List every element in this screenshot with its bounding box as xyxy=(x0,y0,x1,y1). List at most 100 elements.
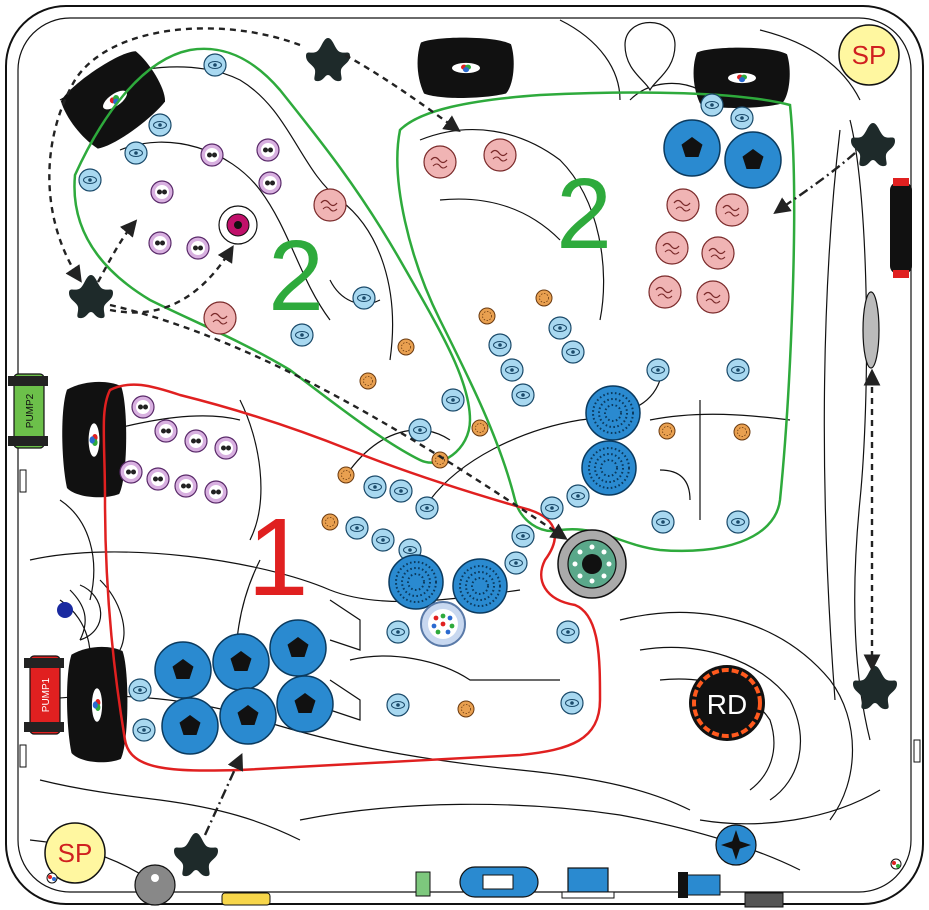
jet-orange xyxy=(457,700,475,718)
jet-large xyxy=(212,633,270,691)
jet-orange xyxy=(535,289,553,307)
jet-light xyxy=(441,388,465,412)
jet-orange xyxy=(397,338,415,356)
jet-purple xyxy=(258,171,282,195)
jet-purple xyxy=(200,143,224,167)
connection-arrows xyxy=(48,27,881,836)
jet-light xyxy=(386,620,410,644)
jet-light xyxy=(488,333,512,357)
jet-light xyxy=(128,678,152,702)
jet-orange xyxy=(658,422,676,440)
pump-2[interactable]: PUMP2 xyxy=(8,373,48,449)
jet-large xyxy=(724,131,782,189)
control-knob-bottom-right[interactable] xyxy=(715,824,757,866)
jet-large xyxy=(154,641,212,699)
jet-pink xyxy=(483,138,517,172)
jet-light xyxy=(415,496,439,520)
top-center-bump xyxy=(624,22,676,92)
jet-light xyxy=(345,516,369,540)
jet-purple xyxy=(256,138,280,162)
jet-light xyxy=(78,168,102,192)
jet-orange xyxy=(431,451,449,469)
jet-orange xyxy=(733,423,751,441)
jet-pink xyxy=(666,188,700,222)
speaker-top-right[interactable]: SP xyxy=(838,24,900,86)
jet-light xyxy=(556,620,580,644)
green-sensor xyxy=(415,871,431,897)
jet-light xyxy=(726,358,750,382)
jet-large xyxy=(161,697,219,755)
jet-light xyxy=(371,528,395,552)
jet-purple xyxy=(146,467,170,491)
jet-pink xyxy=(701,236,735,270)
multicolor-light xyxy=(420,601,466,647)
jet-light xyxy=(290,323,314,347)
diverter-valve[interactable] xyxy=(218,205,258,245)
grey-knob[interactable] xyxy=(134,864,176,906)
jet-orange xyxy=(471,419,489,437)
jet-purple xyxy=(148,231,172,255)
speaker-label: SP xyxy=(58,838,93,868)
jet-purple xyxy=(131,395,155,419)
jet-large xyxy=(269,619,327,677)
jet-light xyxy=(560,691,584,715)
corner-light-bottom-right xyxy=(890,858,902,870)
left-clip-bottom xyxy=(19,744,27,768)
topside-control-panel[interactable] xyxy=(459,866,539,898)
zone-2a-outline xyxy=(73,47,472,464)
jet-light xyxy=(566,484,590,508)
headrest-pillow-top-center xyxy=(417,37,514,98)
jet-pink xyxy=(423,145,457,179)
jet-purple xyxy=(154,419,178,443)
jet-light xyxy=(561,340,585,364)
jet-purple xyxy=(204,480,228,504)
pump-label: PUMP1 xyxy=(41,677,52,712)
speaker-label: SP xyxy=(852,40,887,70)
left-clip-top xyxy=(19,469,27,493)
jet-light xyxy=(726,510,750,534)
jet-pink xyxy=(655,231,689,265)
zone-1-outline xyxy=(102,383,602,772)
jet-orange xyxy=(337,466,355,484)
jet-light xyxy=(124,141,148,165)
heater xyxy=(678,872,721,898)
drain-rd: RD xyxy=(689,665,765,741)
zone-label-1: 1 xyxy=(247,496,308,619)
jet-large xyxy=(276,675,334,733)
jet-light xyxy=(203,53,227,77)
filter-skimmer xyxy=(557,529,627,599)
jet-light xyxy=(700,93,724,117)
zone-label-2b: 2 xyxy=(556,158,612,270)
jet-light xyxy=(386,693,410,717)
jet-orange xyxy=(478,307,496,325)
jet-light xyxy=(548,316,572,340)
jet-pink xyxy=(715,193,749,227)
jet-pink xyxy=(203,301,237,335)
right-clip xyxy=(913,739,921,763)
jet-light xyxy=(132,718,156,742)
jet-light xyxy=(363,475,387,499)
speaker-bottom-left[interactable]: SP xyxy=(44,822,106,884)
side-light-bar xyxy=(890,178,912,278)
jet-light xyxy=(148,113,172,137)
jet-light xyxy=(408,418,432,442)
pump-1[interactable]: PUMP1 xyxy=(24,655,64,735)
jet-large xyxy=(219,687,277,745)
jet-pink xyxy=(696,280,730,314)
corner-light-bottom-left xyxy=(46,872,58,884)
jet-light xyxy=(389,479,413,503)
jet-pink xyxy=(648,275,682,309)
jet-dotted xyxy=(388,554,444,610)
jet-large xyxy=(663,119,721,177)
jet-light xyxy=(504,551,528,575)
jet-orange xyxy=(321,513,339,531)
yellow-connector xyxy=(221,892,271,906)
jet-pink xyxy=(313,188,347,222)
gray-box xyxy=(744,892,784,908)
pump-label: PUMP2 xyxy=(25,393,36,428)
jet-light xyxy=(540,496,564,520)
jet-purple xyxy=(214,436,238,460)
jet-orange xyxy=(359,372,377,390)
jet-purple xyxy=(186,236,210,260)
